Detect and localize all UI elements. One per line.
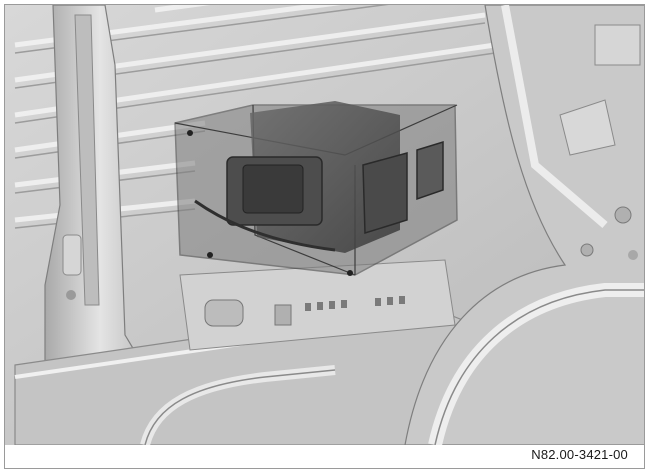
figure-frame: N82.00-3421-00 — [4, 4, 645, 469]
left-pillar — [44, 5, 157, 386]
figure-reference-code: N82.00-3421-00 — [531, 447, 628, 462]
component-enclosure — [174, 101, 458, 276]
vehicle-body-illustration — [5, 5, 644, 445]
right-wheel-arch — [404, 5, 644, 445]
